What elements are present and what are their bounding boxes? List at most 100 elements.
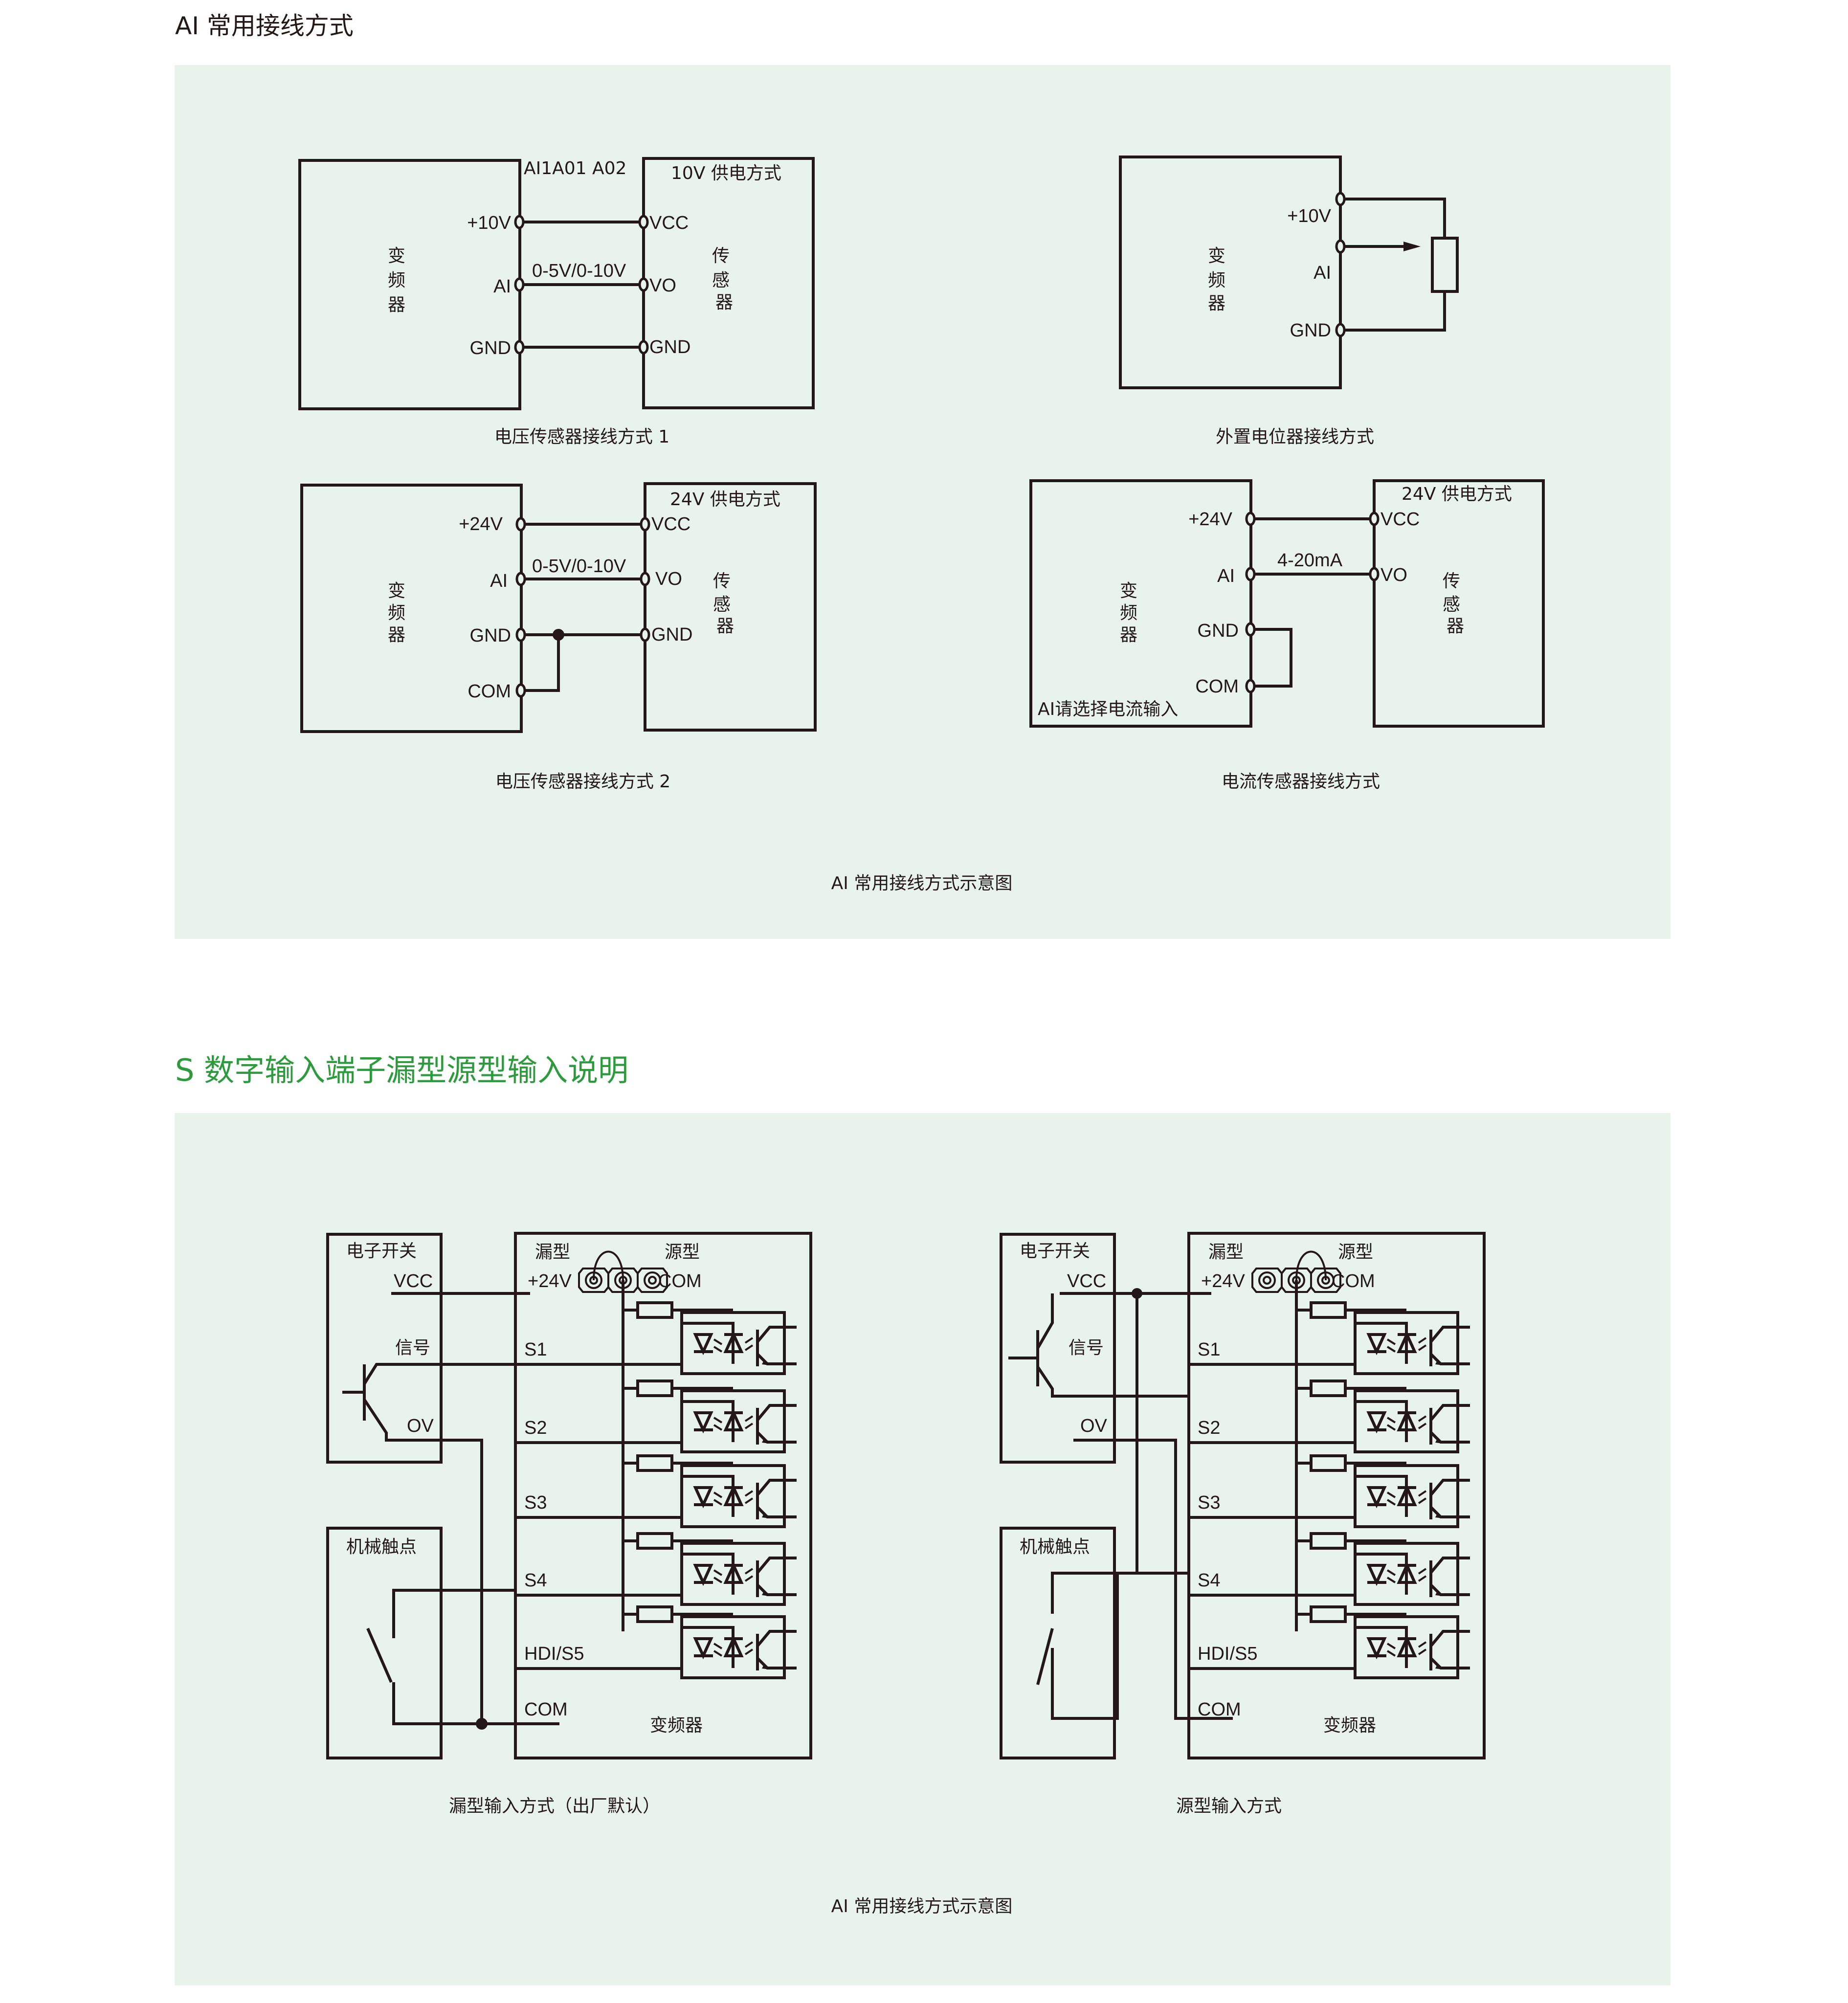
terminal-icon [515,517,526,532]
input-label-s1: S1 [1198,1339,1220,1360]
optocoupler-box [680,1389,786,1453]
section2-panel [175,1113,1670,1985]
diagram-caption: 电压传感器接线方式 1 [494,427,669,447]
mechanical-contact-box [326,1527,443,1759]
terminal-icon [640,572,650,586]
terminal-label: AI [1217,566,1235,586]
junction-dot [476,1718,488,1730]
optocoupler-box [1354,1311,1459,1375]
supply-label: 24V 供电方式 [1402,484,1512,504]
sensor-label-2: 感 [1443,595,1460,615]
terminal-icon [1369,512,1380,526]
input-label-s1: S1 [524,1339,547,1360]
terminal-icon [1335,323,1346,337]
diagram-caption: 电压传感器接线方式 2 [495,772,670,792]
terminal-icon [1335,239,1346,254]
terminal-label: GND [1198,621,1239,641]
diagram-caption: 源型输入方式 [1176,1796,1282,1816]
diagram-voltage-sensor-1: AI1A01 A02 10V 供电方式 变 频 器 传 感 器 +10V AI … [298,157,815,447]
switch-terminal-vcc: VCC [1067,1271,1106,1291]
inverter-label-1: 变 [388,581,405,601]
jumper-source-label: 源型 [1338,1242,1373,1262]
signal-label: 0-5V/0-10V [532,556,626,577]
inverter-label-3: 器 [1120,625,1137,645]
inverter-box [1119,156,1342,389]
diode-icon [1397,1331,1417,1353]
arrow-icon [762,1513,770,1518]
terminal-label: GND [651,624,692,645]
switch-terminal-signal: 信号 [395,1338,430,1358]
arrow-icon [1435,1665,1443,1669]
terminal-label: AI [1314,263,1331,283]
terminal-label: GND [1290,320,1331,341]
sensor-box [1373,479,1545,728]
diode-icon [723,1561,744,1584]
inverter-box [514,1232,812,1759]
signal-label: 0-5V/0-10V [532,261,626,281]
jumper-sink-label: 漏型 [1208,1242,1244,1262]
diode-icon [693,1411,713,1434]
terminal-icon [1335,192,1346,206]
inverter-label-2: 频 [388,270,405,290]
arrow-icon [1435,1360,1443,1365]
sensor-label-2: 感 [713,595,731,615]
terminal-icon [1245,512,1256,526]
terminal-label: VCC [651,514,690,534]
potentiometer-icon [1431,237,1459,293]
jumper-link-icon [593,1250,624,1281]
diode-icon [1366,1637,1387,1660]
terminal-label: AI [493,276,511,297]
current-mode-note: AI请选择电流输入 [1038,699,1178,719]
terminal-icon [1245,622,1256,637]
inverter-label-1: 变 [1208,246,1225,266]
arrow-icon [1435,1591,1443,1596]
diagram-caption: 漏型输入方式（出厂默认） [449,1796,660,1816]
switch-terminal-signal: 信号 [1069,1338,1104,1358]
junction-dot [553,629,564,641]
switch-box-label: 电子开关 [346,1241,417,1261]
diagram-caption: 电流传感器接线方式 [1222,772,1380,792]
section1-caption: AI 常用接线方式示意图 [831,873,1013,893]
terminal-icon [640,627,650,642]
pin-24v-label: +24V [528,1271,572,1291]
inverter-label-1: 变 [388,246,405,266]
section1-panel [175,65,1670,939]
terminal-icon [1369,567,1380,581]
diode-icon [693,1637,713,1660]
optocoupler-box [680,1464,786,1528]
optocoupler-icon [636,1532,797,1606]
switch-box-label: 电子开关 [1020,1241,1090,1261]
optocoupler-icon [636,1380,797,1453]
terminal-label: GND [470,625,511,646]
optocoupler-box [1354,1615,1459,1679]
inverter-label: 变频器 [650,1715,703,1736]
jumper-source-label: 源型 [665,1242,700,1262]
terminal-label: COM [1195,676,1239,697]
section2-caption: AI 常用接线方式示意图 [831,1896,1013,1916]
diode-icon [1397,1409,1417,1431]
sensor-label-1: 传 [713,571,731,591]
inverter-label-3: 器 [388,295,405,315]
terminal-icon [638,340,649,355]
terminal-label: GND [649,337,690,357]
optocoupler-icon [636,1605,797,1679]
electronic-switch-box [326,1233,443,1464]
diode-icon [1366,1333,1387,1356]
terminal-label: VO [1380,565,1407,585]
sensor-label-3: 器 [1447,616,1464,636]
input-label-s3: S3 [1198,1492,1220,1513]
mechanical-contact-box [1000,1527,1116,1759]
inverter-box [1187,1232,1486,1759]
diagram-potentiometer: 变 频 器 +10V AI GND 外置电位器接线方式 [1119,156,1459,447]
diagram-voltage-sensor-2: 24V 供电方式 变 频 器 传 感 器 +24V AI GND COM VCC… [300,482,817,792]
inverter-label-3: 器 [1208,293,1225,313]
input-label-s5: HDI/S5 [1198,1644,1257,1664]
optocoupler-box [1354,1542,1459,1606]
switch-terminal-ov: OV [1080,1416,1108,1436]
terminal-label: VCC [1380,509,1420,530]
inverter-label-2: 频 [1120,603,1137,623]
diode-icon [1366,1486,1387,1509]
arrow-icon [1435,1513,1443,1518]
